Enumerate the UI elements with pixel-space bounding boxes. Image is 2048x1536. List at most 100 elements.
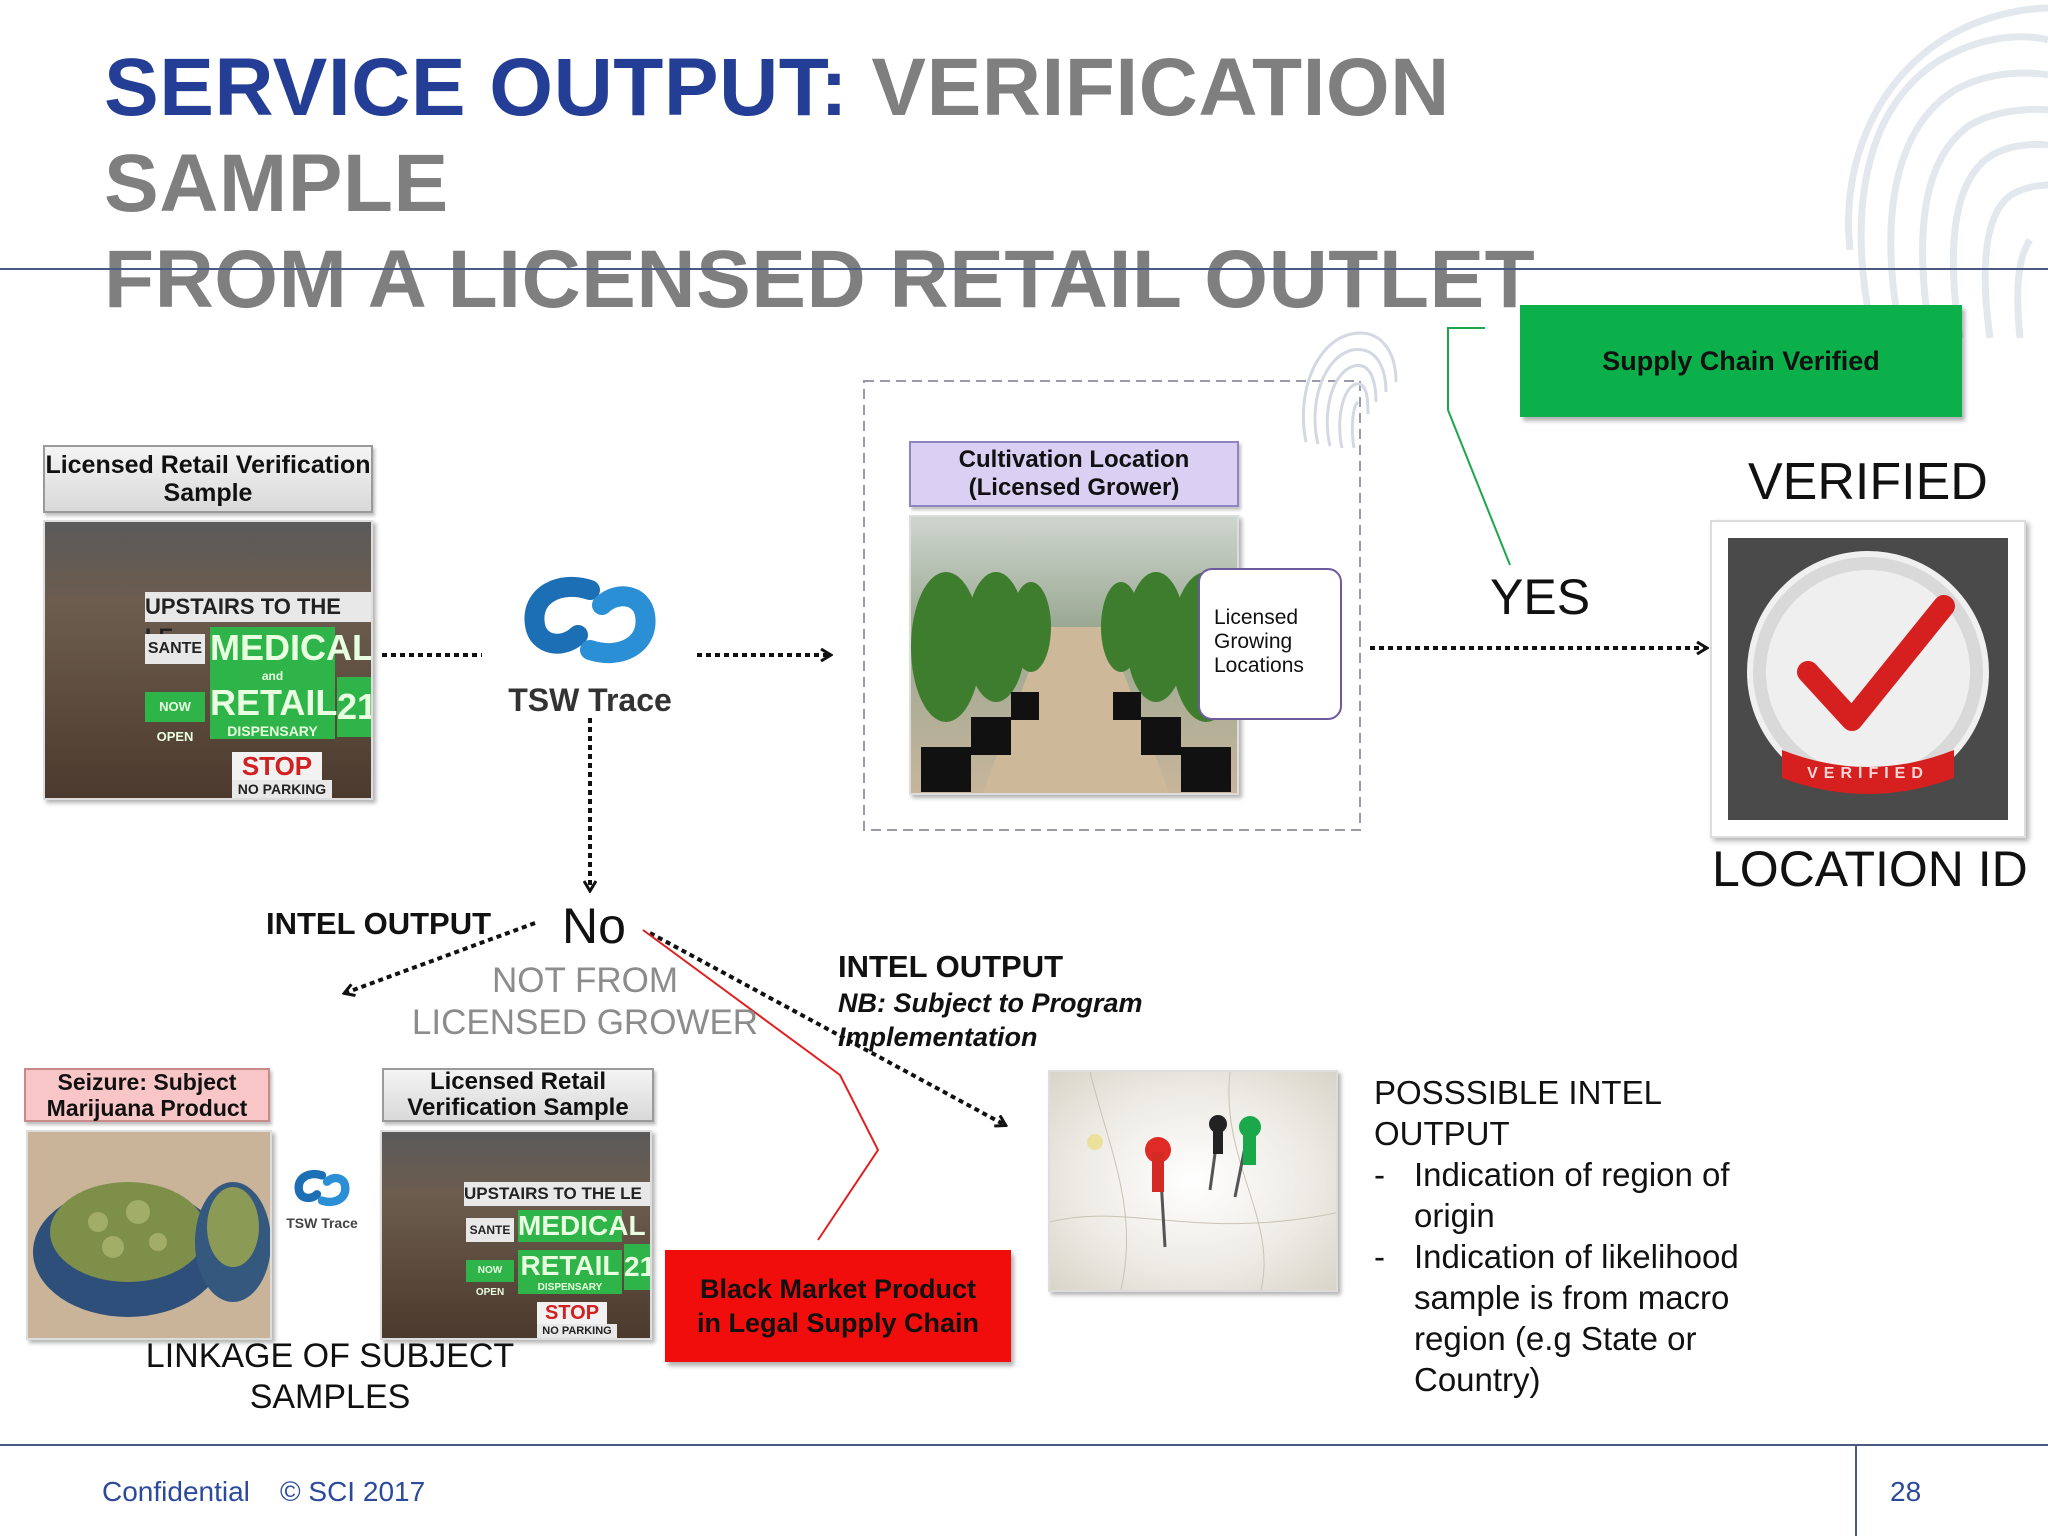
slide-title: SERVICE OUTPUT: VERIFICATION SAMPLE FROM… [104,40,1804,328]
black-market-callout-line [642,929,880,1241]
intel-output-right-note-line2: Implementation [838,1022,1038,1052]
photo-sign-retail: RETAIL [210,682,338,723]
retail-sample-label-text: Licensed Retail Verification Sample [45,451,371,507]
not-from-line2: LICENSED GROWER [411,1003,759,1042]
seizure-label-line2: Marijuana Product [46,1095,248,1121]
retail-sample-2-label: Licensed Retail Verification Sample [382,1068,654,1122]
fingerprint-small-icon [1301,331,1398,449]
verified-heading: VERIFIED [1748,453,1988,511]
tsw-trace-small-wordmark: TSW Trace [286,1215,358,1231]
title-divider [0,268,2048,270]
photo-sign-medical: MEDICAL [210,627,373,669]
photo2-sign-21: 21 [624,1244,650,1290]
seizure-label-line1: Seizure: Subject [57,1069,237,1095]
yes-label: YES [1490,569,1591,625]
cultivation-label: Cultivation Location (Licensed Grower) [909,441,1239,507]
item1-line1: Indication of region of [1414,1156,1730,1193]
footer-divider [0,1444,2048,1446]
intel-output-left-label: INTEL OUTPUT [266,906,492,941]
photo2-sign-sante: SANTE [466,1218,514,1242]
linkage-line1: LINKAGE OF SUBJECT [145,1337,515,1375]
retail-sample-2-line1: Licensed Retail [429,1068,607,1095]
item1-line2: origin [1414,1197,1495,1234]
seizure-product-photo [26,1130,272,1340]
cultivation-label-line1: Cultivation Location [958,446,1190,473]
photo2-sign-medical: MEDICAL [518,1210,646,1242]
photo-sign-nowopen: NOW OPEN [145,692,205,744]
cultivation-greenhouse-photo [909,515,1239,795]
black-market-line2: in Legal Supply Chain [696,1308,980,1338]
tsw-trace-logo-small: TSW Trace [280,1165,364,1235]
photo2-sign-nowopen: NOW OPEN [466,1260,514,1298]
intel-output-right-note-line1: NB: Subject to Program [838,988,1143,1018]
linkage-line2: SAMPLES [249,1378,411,1416]
photo-sign-sante: SANTE [145,634,205,664]
retail-storefront-photo: UPSTAIRS TO THE LE MEDICAL and RETAIL DI… [43,520,373,800]
tsw-trace-logo-icon [524,576,656,664]
seized-bags-illustration [33,1182,270,1317]
map-pins-photo [1048,1070,1338,1292]
arrow-no-to-intel-left [345,921,536,993]
cultivation-label-line2: (Licensed Grower) [968,474,1180,501]
photo-sign-and: and [210,669,335,683]
supply-chain-verified-text: Supply Chain Verified [1602,345,1880,376]
supply-chain-verified-box: Supply Chain Verified [1520,305,1962,417]
photo2-sign-retail: RETAIL [518,1250,622,1282]
bullet-dash-icon: - [1374,1238,1385,1275]
photo2-sign-dispensary: DISPENSARY [518,1282,622,1294]
arrow-no-to-map [649,931,1005,1125]
black-market-line1: Black Market Product [699,1274,977,1304]
footer-page-number: 28 [1890,1476,1922,1507]
verified-badge-icon [1728,538,2008,820]
fingerprint-watermark-icon [1845,4,2048,339]
possible-intel-output: POSSSIBLE INTEL OUTPUT - Indication of r… [1374,1072,1974,1400]
cultivation-dashed-frame [863,380,1361,831]
photo-sign-dispensary: DISPENSARY [210,723,335,739]
licensed-growing-locations-callout: Licensed Growing Locations [1198,568,1342,720]
seizure-label: Seizure: Subject Marijuana Product [24,1068,270,1122]
title-highlight: SERVICE OUTPUT: [104,42,849,133]
retail-sample-label: Licensed Retail Verification Sample [43,445,373,513]
intel-output-right: INTEL OUTPUT NB: Subject to Program Impl… [838,948,1143,1054]
verified-badge-ribbon-text: VERIFIED [1807,765,1929,782]
footer-copyright: © SCI 2017 [280,1476,426,1507]
tsw-trace-wordmark: TSW Trace [508,682,672,718]
greenhouse-plants-illustration [911,572,1237,793]
possible-intel-heading-line1: POSSSIBLE INTEL [1374,1074,1662,1111]
item2-line3: region (e.g State or [1414,1320,1697,1357]
not-from-licensed-grower: NOT FROM LICENSED GROWER [400,960,770,1044]
possible-intel-item: - Indication of region of origin [1374,1154,1974,1236]
photo2-sign-upstairs: UPSTAIRS TO THE LE [464,1182,650,1206]
map-pins-illustration [1050,1072,1336,1290]
licensed-growing-locations-text: Licensed Growing Locations [1214,606,1304,677]
title-line2: FROM A LICENSED RETAIL OUTLET [104,234,1536,325]
tsw-trace-logo: TSW Trace [490,570,690,720]
photo-sign-21: 21 [337,677,371,737]
photo-sign-upstairs: UPSTAIRS TO THE LE [145,592,371,649]
possible-intel-heading-line2: OUTPUT [1374,1115,1510,1152]
not-from-line1: NOT FROM [491,961,678,1000]
bullet-dash-icon: - [1374,1156,1385,1193]
intel-output-right-heading: INTEL OUTPUT [838,949,1064,984]
retail-storefront-photo-2: UPSTAIRS TO THE LE MEDICAL RETAIL DISPEN… [380,1130,652,1340]
footer-confidential: Confidential [102,1476,250,1507]
item2-line4: Country) [1414,1361,1541,1398]
retail-sample-2-line2: Verification Sample [407,1094,629,1121]
linkage-caption: LINKAGE OF SUBJECT SAMPLES [120,1336,540,1418]
title-rest: VERIFICATION SAMPLE [104,42,1450,229]
location-id-label: LOCATION ID [1712,841,2028,897]
item2-line1: Indication of likelihood [1414,1238,1739,1275]
verified-badge: VERIFIED [1710,520,2026,838]
footer-page-divider [1855,1444,1857,1536]
photo-sign-noparking: NO PARKING [232,780,332,798]
item2-line2: sample is from macro [1414,1279,1730,1316]
photo2-sign-noparking: NO PARKING [537,1324,617,1338]
tsw-trace-small-icon [294,1169,350,1207]
black-market-box: Black Market Product in Legal Supply Cha… [665,1250,1011,1362]
no-label: No [562,898,626,954]
supply-chain-callout-line [1447,327,1511,566]
photo-sign-stop: STOP [232,752,322,780]
possible-intel-item: - Indication of likelihood sample is fro… [1374,1236,1974,1400]
photo2-sign-stop: STOP [537,1302,607,1324]
